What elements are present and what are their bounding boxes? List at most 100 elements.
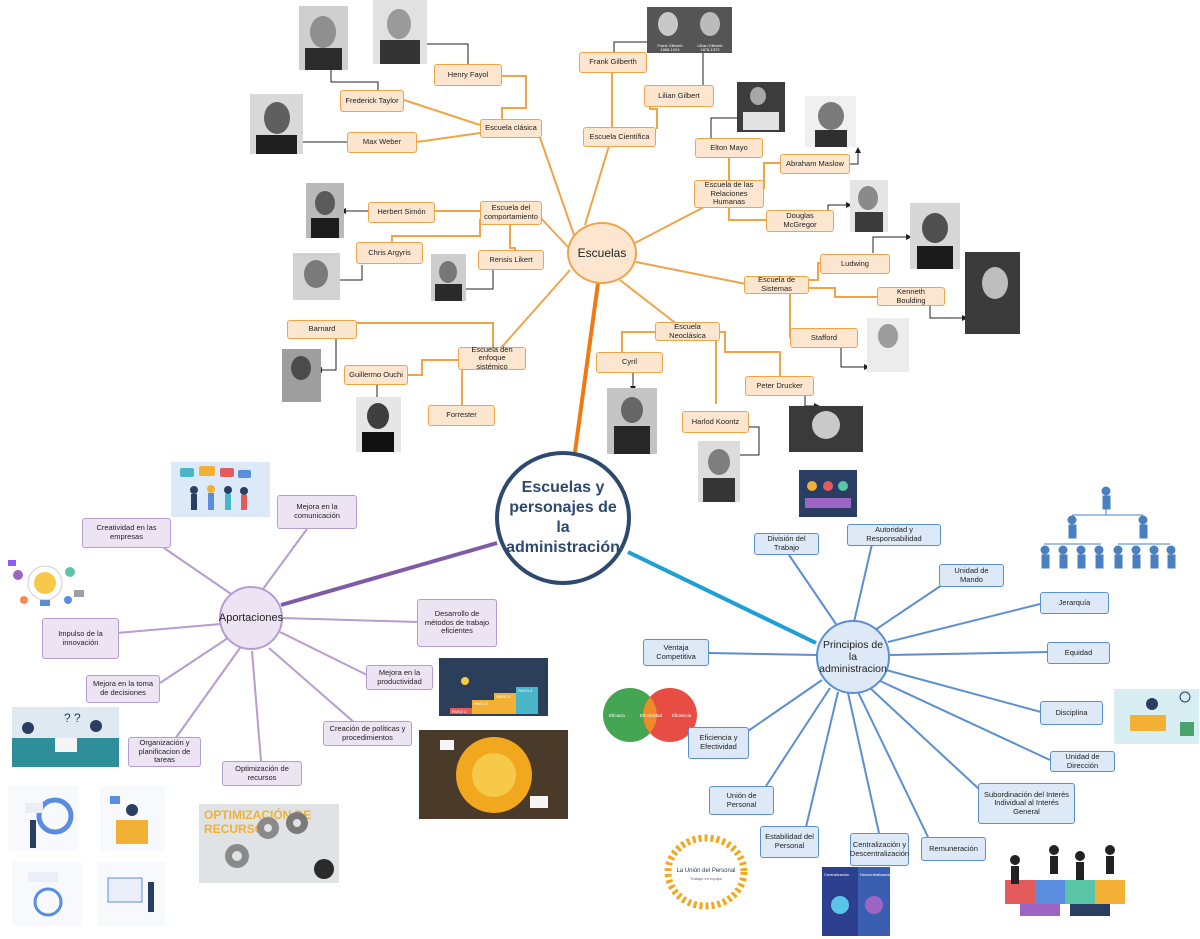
union-title-text: La Unión del Personal (676, 868, 735, 874)
node-unidad-mando[interactable]: Unidad de Mando (939, 564, 1004, 587)
node-jerarquia[interactable]: Jerarquía (1040, 592, 1109, 614)
center-title-node[interactable]: Escuelas y personajes de la administraci… (495, 451, 631, 585)
node-disciplina[interactable]: Disciplina (1040, 701, 1103, 725)
node-douglas-mcgregor-label: Douglas McGregor (783, 211, 817, 229)
portrait-stafford-icon (867, 318, 909, 372)
node-politicas-procedimientos-label: Creación de políticas y procedimientos (329, 723, 406, 742)
node-centralizacion[interactable]: Centralización y Descentralización (850, 833, 909, 866)
node-max-weber[interactable]: Max Weber (347, 132, 417, 153)
portrait-koontz-icon (698, 441, 740, 502)
node-frederick-taylor[interactable]: Frederick Taylor (340, 90, 404, 112)
node-division-trabajo[interactable]: División del Trabajo (754, 533, 819, 555)
node-equidad-label: Equidad (1064, 647, 1093, 657)
paso-label-3: PASO 3 (496, 694, 511, 699)
venn-label-efectividad: Efectividad (640, 713, 663, 718)
node-escuela-relaciones-humanas[interactable]: Escuela de las Relaciones Humanas (694, 180, 764, 208)
node-escuela-sistemico-label: Escuela den enfoque sistémico (471, 344, 513, 371)
hub-escuelas-label: Escuelas (577, 246, 627, 260)
hub-aportaciones[interactable]: Aportaciones (219, 586, 283, 650)
node-union-personal[interactable]: Unión de Personal (709, 786, 774, 815)
node-optimizacion-recursos[interactable]: Optimización de recursos (222, 761, 302, 786)
portrait-maslow-icon (805, 96, 856, 147)
node-eficiencia-efectividad[interactable]: Eficiencia y Efectividad (688, 727, 749, 759)
node-organizacion-tareas[interactable]: Organización y planificacion de tareas (128, 737, 201, 767)
node-estabilidad-personal[interactable]: Estabilidad del Personal (760, 826, 819, 858)
node-frank-gilberth[interactable]: Frank Gilberth (579, 52, 647, 73)
node-autoridad-responsabilidad[interactable]: Autoridad y Responsabilidad (847, 524, 941, 546)
node-cyril[interactable]: Cyril (596, 352, 663, 373)
node-abraham-maslow[interactable]: Abraham Maslow (780, 154, 850, 174)
connector-center-aportaciones (280, 541, 498, 607)
node-jerarquia-label: Jerarquía (1058, 597, 1091, 607)
node-equidad[interactable]: Equidad (1047, 642, 1110, 664)
node-metodos-trabajo[interactable]: Desarrollo de métodos de trabajo eficien… (417, 599, 497, 647)
node-escuela-sistemas[interactable]: Escuela de Sistemas (744, 275, 809, 294)
node-escuela-cientifica[interactable]: Escuela Científica (583, 127, 656, 147)
node-unidad-direccion-label: Unidad de Dirección (1065, 751, 1100, 770)
paso-label-4: PASO 4 (518, 688, 533, 693)
svg-text:? ?: ? ? (64, 711, 81, 725)
node-escuela-comportamiento-label: Escuela del comportamiento (484, 203, 538, 221)
portrait-photos (250, 0, 1020, 502)
node-mejora-toma-decisiones[interactable]: Mejora en la toma de decisiones (86, 675, 160, 703)
node-lilian-gilbert-label: Lilian Gilbert (658, 90, 700, 100)
node-organizacion-tareas-label: Organización y planificacion de tareas (138, 738, 191, 765)
node-henry-fayol[interactable]: Henry Fayol (434, 64, 502, 86)
node-subordinacion-interes[interactable]: Subordinación del Interés Individual al … (978, 783, 1075, 824)
gilbreth-caption-frank: Frank Gilbreth 1868-1924 (650, 43, 690, 53)
node-herbert-simon[interactable]: Herbert Simón (368, 202, 435, 223)
node-barnard[interactable]: Barnard (287, 320, 357, 339)
node-autoridad-responsabilidad-label: Autoridad y Responsabilidad (866, 525, 922, 543)
node-harlod-koontz[interactable]: Harlod Koontz (682, 411, 749, 433)
node-chris-argyris[interactable]: Chris Argyris (356, 242, 423, 264)
portrait-drucker-icon (789, 406, 863, 452)
node-ludwing[interactable]: Ludwing (820, 254, 890, 274)
node-rensis-likert[interactable]: Rensis Likert (478, 250, 544, 270)
node-impulso-innovacion[interactable]: Impulso de la innovación (42, 618, 119, 659)
node-disciplina-label: Disciplina (1055, 707, 1088, 717)
node-stafford[interactable]: Stafford (790, 328, 858, 348)
node-unidad-mando-label: Unidad de Mando (954, 565, 989, 584)
node-peter-drucker-label: Peter Drucker (756, 380, 803, 390)
centralizacion-label: Centralización (824, 872, 849, 877)
hub-principios[interactable]: Principios de la administracion (816, 620, 890, 694)
node-elton-mayo[interactable]: Elton Mayo (695, 138, 763, 158)
node-politicas-procedimientos[interactable]: Creación de políticas y procedimientos (323, 721, 412, 746)
node-forrester-label: Forrester (446, 410, 477, 420)
portrait-likert-icon (431, 254, 466, 301)
node-escuela-neoclasica-label: Escuela Neoclásica (669, 321, 706, 340)
node-forrester[interactable]: Forrester (428, 405, 495, 426)
node-harlod-koontz-label: Harlod Koontz (691, 416, 740, 426)
center-title: Escuelas y personajes de la administraci… (506, 479, 620, 556)
productivity-steps-illustration (439, 658, 548, 716)
node-douglas-mcgregor[interactable]: Douglas McGregor (766, 210, 834, 232)
gilbreth-caption-lillian-years: 1878-1972 (700, 47, 720, 53)
node-remuneracion[interactable]: Remuneración (921, 837, 986, 861)
node-ventaja-competitiva[interactable]: Ventaja Competitiva (643, 639, 709, 666)
paso-label-1: PASO 1 (452, 709, 467, 714)
node-lilian-gilbert[interactable]: Lilian Gilbert (644, 85, 714, 107)
portrait-barnard-icon (282, 349, 321, 402)
principios-connectors (708, 543, 1051, 838)
node-ludwing-label: Ludwing (841, 258, 869, 268)
portrait-mayo-icon (737, 82, 785, 132)
node-escuela-comportamiento[interactable]: Escuela del comportamiento (480, 201, 542, 225)
node-escuela-clasica[interactable]: Escuela clásica (480, 119, 542, 138)
hub-principios-label: Principios de la administracion (819, 638, 887, 676)
node-creatividad-empresas[interactable]: Creatividad en las empresas (82, 518, 171, 548)
union-personal-illustration: La Unión del Personal Trabajo en equipo (664, 834, 748, 910)
node-chris-argyris-label: Chris Argyris (368, 247, 411, 257)
node-frank-gilberth-label: Frank Gilberth (589, 57, 637, 67)
node-escuela-sistemico[interactable]: Escuela den enfoque sistémico (458, 344, 526, 371)
node-guillermo-ouchi[interactable]: Guillermo Ouchi (344, 365, 408, 385)
hub-escuelas[interactable]: Escuelas (567, 222, 637, 284)
node-henry-fayol-label: Henry Fayol (447, 69, 489, 79)
node-kenneth-boulding[interactable]: Kenneth Boulding (877, 287, 945, 306)
node-escuela-sistemas-label: Escuela de Sistemas (757, 275, 796, 293)
node-escuela-neoclasica[interactable]: Escuela Neoclásica (655, 322, 720, 341)
node-unidad-direccion[interactable]: Unidad de Dirección (1050, 751, 1115, 772)
node-mejora-productividad[interactable]: Mejora en la productividad (366, 665, 433, 690)
node-mejora-comunicacion[interactable]: Mejora en la comunicación (277, 495, 357, 529)
gilbreth-caption-lillian: Lillian Gilbreth 1878-1972 (690, 43, 730, 53)
node-peter-drucker[interactable]: Peter Drucker (745, 376, 814, 396)
